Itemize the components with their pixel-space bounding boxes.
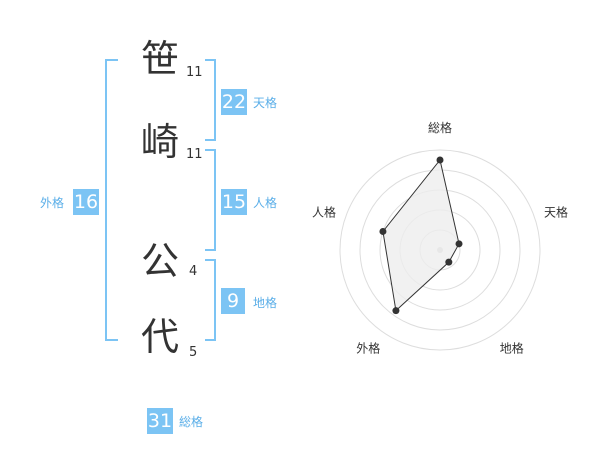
radar-point-4 [379, 227, 387, 235]
soukaku-label: 総格 [179, 415, 204, 429]
name-char-3: 公 [140, 239, 179, 283]
name-char-1: 笹 [140, 37, 179, 81]
name-char-2: 崎 [140, 120, 179, 164]
stroke-count-2: 11 [186, 147, 203, 162]
tenkaku-label: 天格 [253, 96, 278, 110]
stroke-count-3: 4 [189, 264, 198, 279]
stroke-count-1: 11 [186, 65, 203, 80]
gaikaku-label: 外格 [40, 196, 65, 210]
radar-axis-label-2: 地格 [500, 341, 524, 356]
tenkaku-value: 22 [221, 89, 247, 115]
jinkaku-value: 15 [221, 189, 247, 215]
radar-ring-5 [339, 149, 541, 351]
soukaku-value: 31 [147, 408, 173, 434]
radar-point-0 [436, 156, 444, 164]
name-char-4: 代 [140, 315, 179, 359]
chikaku-bracket [205, 259, 216, 341]
stroke-count-4: 5 [189, 345, 198, 360]
jinkaku-bracket [205, 149, 216, 251]
radar-axis-label-0: 総格 [428, 120, 452, 135]
gaikaku-value: 16 [73, 189, 99, 215]
chikaku-label: 地格 [253, 296, 278, 310]
outer-bracket [105, 59, 118, 341]
radar-axis-label-3: 外格 [356, 341, 380, 356]
radar-point-1 [455, 240, 463, 248]
radar-point-2 [445, 258, 453, 266]
radar-point-3 [392, 307, 400, 315]
tenkaku-bracket [205, 59, 216, 141]
chikaku-value: 9 [221, 288, 245, 314]
jinkaku-label: 人格 [253, 196, 278, 210]
radar-polygon [382, 158, 460, 312]
radar-axis-label-1: 天格 [544, 204, 568, 219]
radar-axis-label-4: 人格 [312, 204, 336, 219]
